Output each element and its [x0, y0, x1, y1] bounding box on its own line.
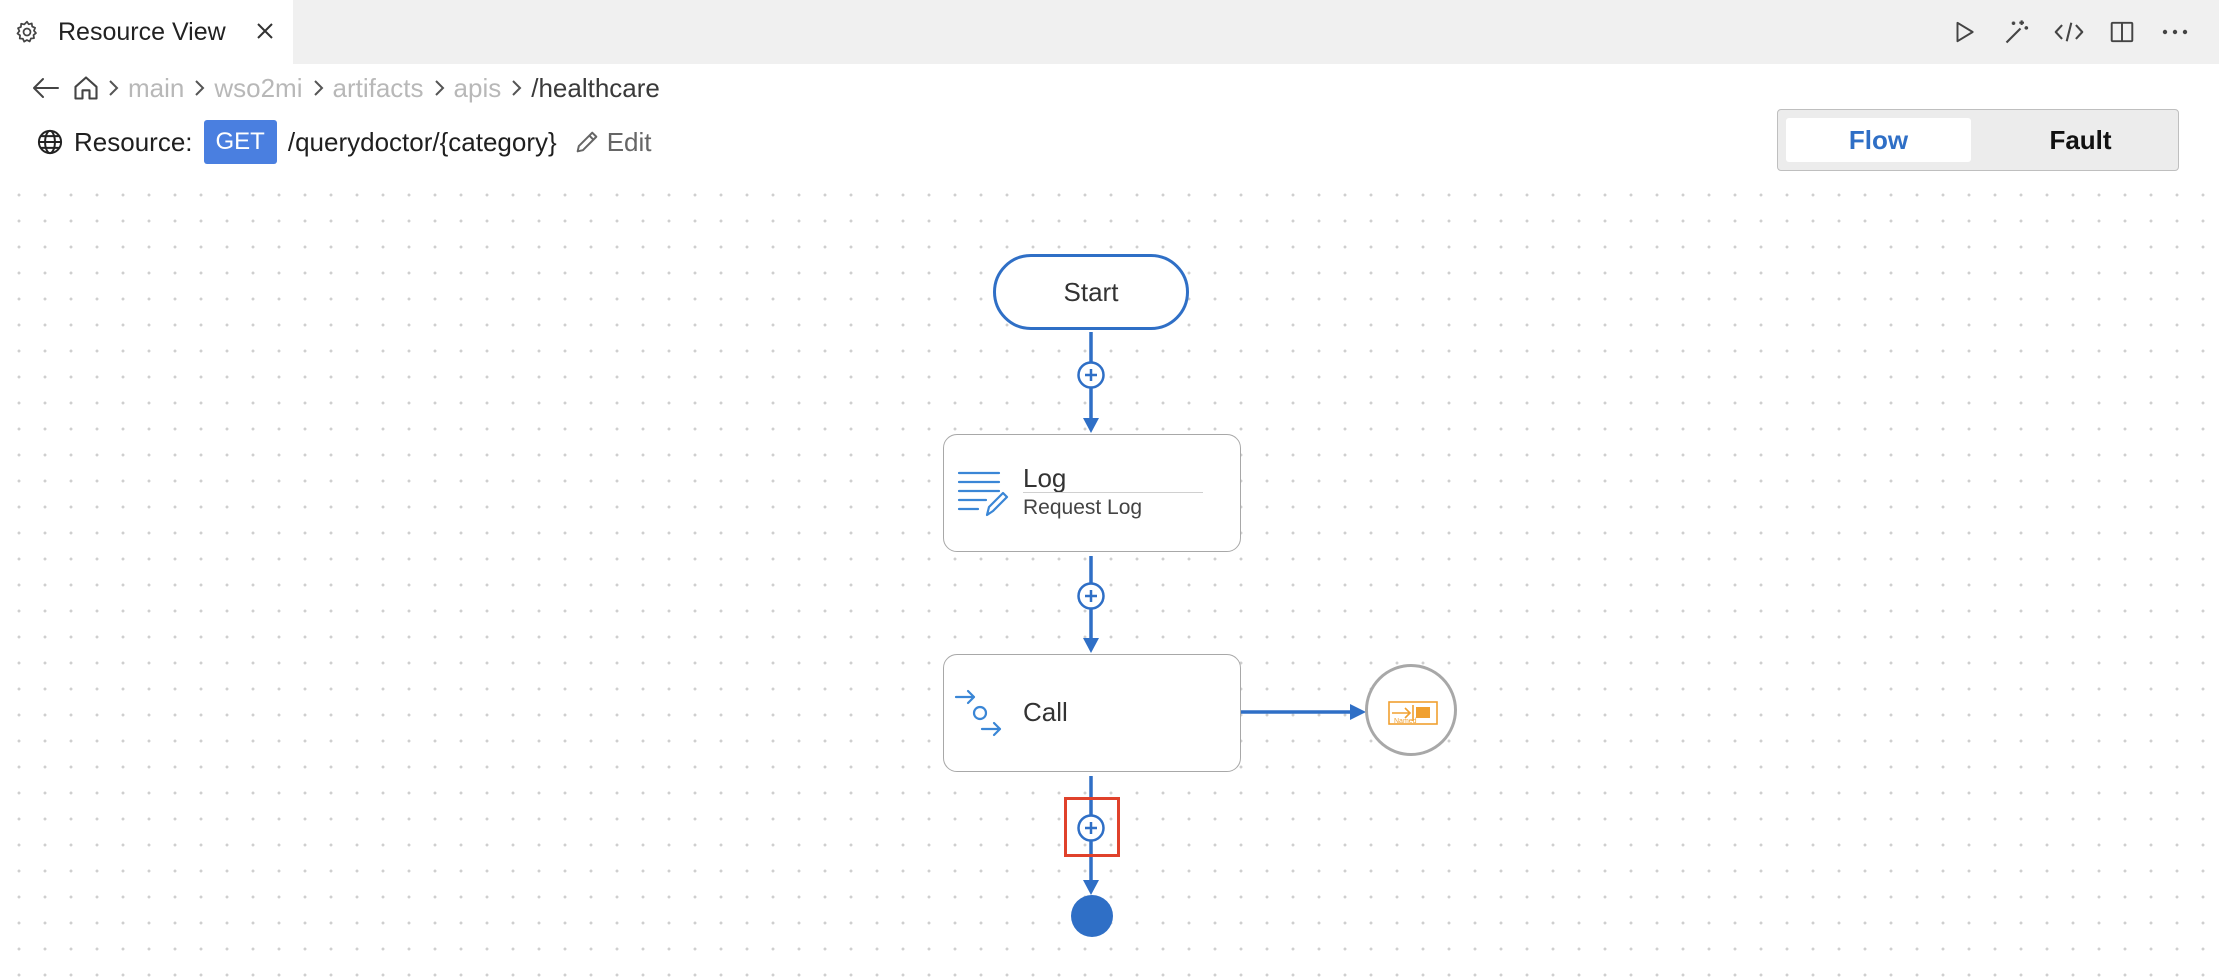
breadcrumb: main wso2mi artifacts apis /healthcare	[30, 68, 664, 108]
named-endpoint-node[interactable]: Named	[1365, 664, 1457, 756]
split-editor-icon[interactable]	[2104, 14, 2140, 50]
tab-resource-view[interactable]: Resource View	[0, 0, 293, 64]
chevron-right-icon	[505, 72, 527, 104]
highlight-box	[1064, 797, 1120, 857]
resource-header: Resource: GET /querydoctor/{category} Ed…	[36, 120, 652, 164]
call-mediator-node[interactable]: Call	[943, 654, 1241, 772]
breadcrumb-item-artifacts[interactable]: artifacts	[332, 72, 424, 103]
close-icon[interactable]	[250, 16, 280, 46]
edit-button[interactable]: Edit	[573, 127, 652, 158]
magic-wand-icon[interactable]	[1999, 14, 2035, 50]
http-method-badge: GET	[203, 120, 277, 164]
resource-label: Resource:	[74, 126, 193, 157]
more-actions-icon[interactable]	[2157, 14, 2193, 50]
pencil-icon	[573, 128, 601, 156]
log-node-title: Log	[1023, 463, 1067, 493]
breadcrumb-item-apis[interactable]: apis	[453, 72, 502, 103]
chevron-right-icon	[188, 72, 210, 104]
start-node[interactable]: Start	[993, 254, 1189, 330]
add-mediator-icon[interactable]	[1076, 360, 1106, 390]
run-icon[interactable]	[1946, 14, 1982, 50]
resource-path: /querydoctor/{category}	[287, 126, 557, 157]
gear-icon	[14, 19, 40, 45]
view-toggle: Flow Fault	[1777, 109, 2179, 171]
chevron-right-icon	[102, 72, 124, 104]
tab-title: Resource View	[58, 17, 226, 46]
call-icon	[954, 685, 1010, 741]
back-arrow-icon[interactable]	[30, 72, 62, 104]
edit-label: Edit	[606, 126, 652, 157]
chevron-right-icon	[428, 72, 450, 104]
breadcrumb-item-wso2mi[interactable]: wso2mi	[214, 72, 303, 103]
endpoint-label: Named	[1394, 718, 1417, 725]
log-icon	[954, 465, 1010, 521]
code-icon[interactable]	[2051, 14, 2087, 50]
log-mediator-node[interactable]: Log Request Log	[943, 434, 1241, 552]
add-mediator-icon[interactable]	[1076, 813, 1106, 843]
tab-flow[interactable]: Flow	[1786, 118, 1971, 162]
log-node-divider	[1023, 492, 1203, 493]
log-node-description: Request Log	[1023, 496, 1143, 519]
editor-tab-bar: Resource View	[0, 0, 2219, 64]
end-node	[1071, 895, 1113, 937]
home-icon[interactable]	[70, 72, 102, 104]
add-mediator-icon[interactable]	[1076, 581, 1106, 611]
globe-icon	[36, 128, 64, 156]
breadcrumb-item-main[interactable]: main	[128, 72, 185, 103]
call-node-title: Call	[1023, 697, 1068, 727]
breadcrumb-item-healthcare[interactable]: /healthcare	[531, 72, 660, 103]
chevron-right-icon	[307, 72, 329, 104]
tab-fault[interactable]: Fault	[2049, 124, 2112, 155]
